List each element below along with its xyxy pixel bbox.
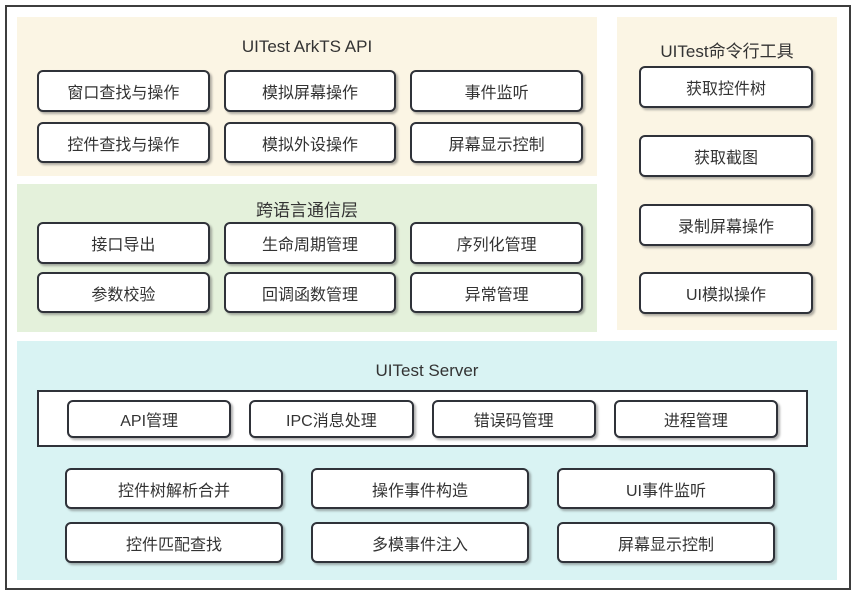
box-ipc-message-handling: IPC消息处理 [249, 399, 414, 438]
box-event-listen: 事件监听 [410, 70, 584, 112]
box-api-management: API管理 [67, 399, 232, 438]
box-widget-tree-parse-merge: 控件树解析合并 [65, 468, 283, 509]
arkts-api-row-1: 窗口查找与操作 模拟屏幕操作 事件监听 [37, 70, 584, 112]
panel-arkts-api-title: UITest ArkTS API [241, 37, 373, 56]
box-get-widget-tree: 获取控件树 [639, 66, 813, 108]
box-error-code-management: 错误码管理 [431, 399, 596, 438]
box-operation-event-construct: 操作事件构造 [311, 468, 529, 509]
server-core-container: API管理 IPC消息处理 错误码管理 进程管理 [37, 390, 808, 447]
box-parameter-validation: 参数校验 [37, 272, 210, 313]
box-serialization-management: 序列化管理 [410, 222, 584, 264]
box-multimodal-event-inject: 多模事件注入 [311, 522, 529, 563]
panel-cross-language-layer-title: 跨语言通信层 [256, 201, 358, 220]
box-screen-display-control-server: 屏幕显示控制 [557, 522, 775, 563]
box-ui-event-listen: UI事件监听 [557, 468, 775, 509]
box-simulate-screen-operate: 模拟屏幕操作 [223, 70, 397, 112]
box-window-find-operate: 窗口查找与操作 [37, 70, 210, 112]
server-row-1: 控件树解析合并 操作事件构造 UI事件监听 [65, 468, 775, 509]
box-simulate-peripheral-operate: 模拟外设操作 [223, 122, 397, 163]
arkts-api-row-2: 控件查找与操作 模拟外设操作 屏幕显示控制 [37, 122, 584, 163]
box-ui-simulate-operate: UI模拟操作 [639, 272, 813, 314]
bridge-row-1: 接口导出 生命周期管理 序列化管理 [37, 222, 584, 264]
panel-uitest-server-title: UITest Server [375, 361, 479, 380]
box-callback-management: 回调函数管理 [223, 272, 397, 313]
panel-cli-tools: UITest命令行工具 获取控件树 获取截图 录制屏幕操作 UI模拟操作 [617, 17, 837, 330]
box-get-screenshot: 获取截图 [639, 135, 813, 177]
box-record-screen-operate: 录制屏幕操作 [639, 204, 813, 246]
box-screen-display-control: 屏幕显示控制 [410, 122, 584, 163]
box-widget-find-operate: 控件查找与操作 [37, 122, 210, 163]
panel-cross-language-layer: 跨语言通信层 接口导出 生命周期管理 序列化管理 参数校验 回调函数管理 异常管… [17, 184, 597, 332]
box-widget-match-find: 控件匹配查找 [65, 522, 283, 563]
box-lifecycle-management: 生命周期管理 [223, 222, 397, 264]
box-interface-export: 接口导出 [37, 222, 210, 264]
server-row-2: 控件匹配查找 多模事件注入 屏幕显示控制 [65, 522, 775, 563]
panel-uitest-server: UITest Server API管理 IPC消息处理 错误码管理 进程管理 控… [17, 341, 837, 580]
bridge-row-2: 参数校验 回调函数管理 异常管理 [37, 272, 584, 313]
panel-arkts-api: UITest ArkTS API 窗口查找与操作 模拟屏幕操作 事件监听 控件查… [17, 17, 597, 176]
box-exception-management: 异常管理 [410, 272, 584, 313]
panel-cli-tools-title: UITest命令行工具 [660, 42, 794, 61]
box-process-management: 进程管理 [613, 399, 778, 438]
